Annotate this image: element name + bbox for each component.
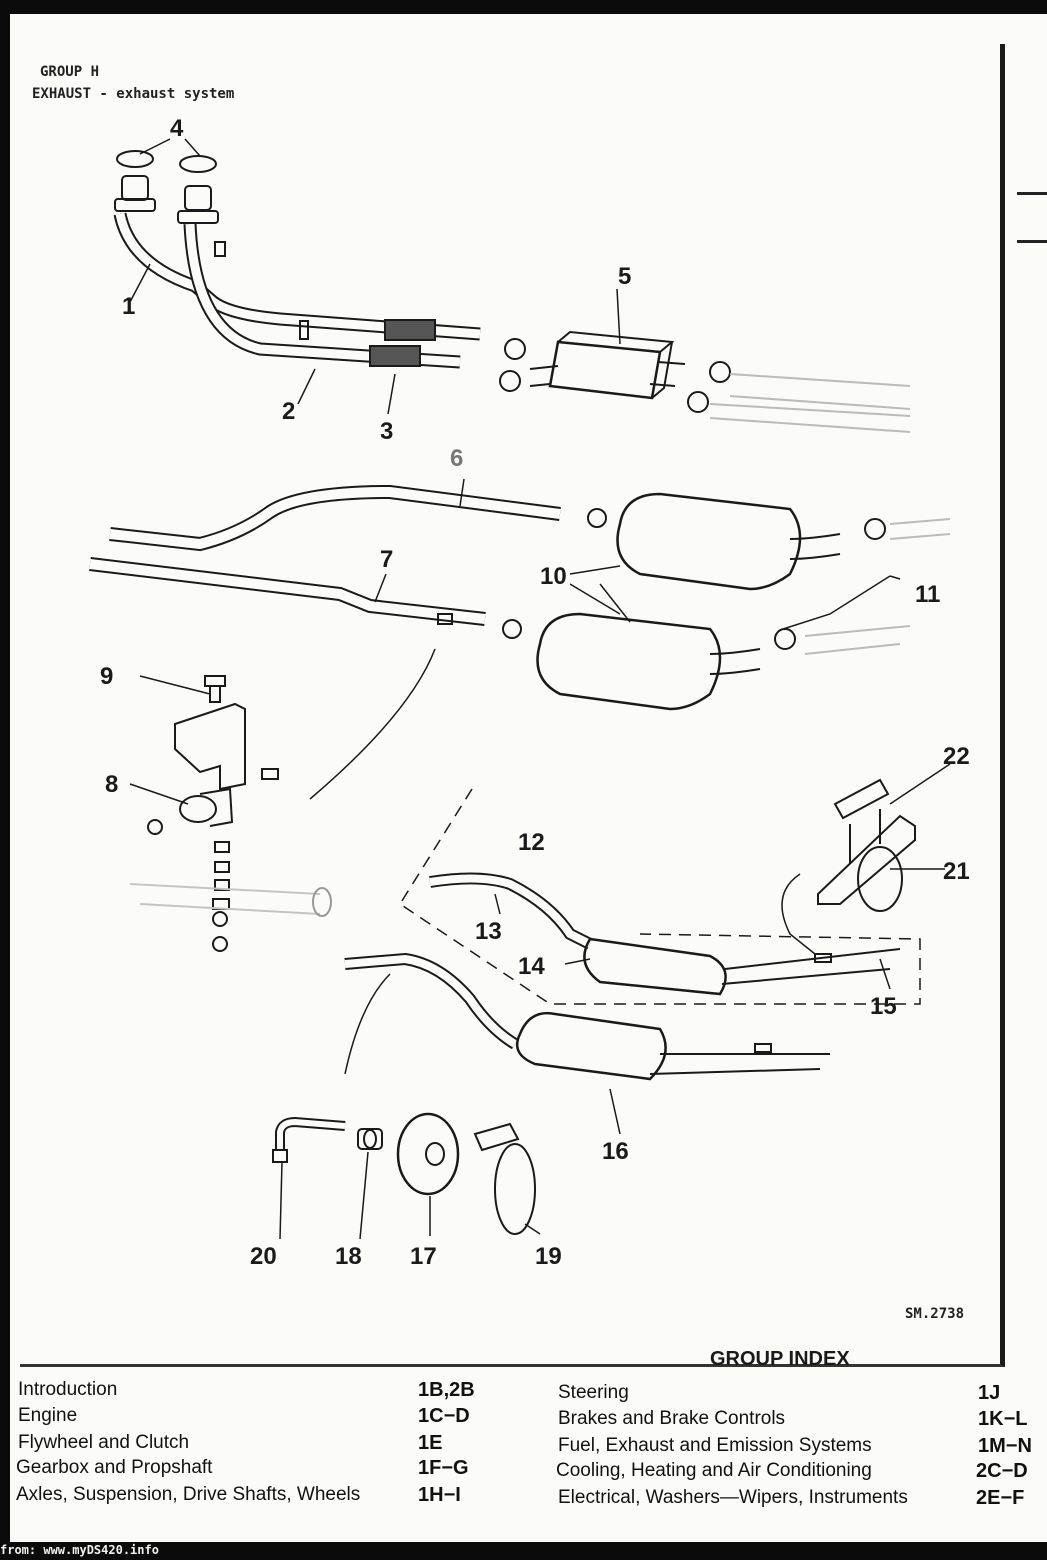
flexible-sections [369,319,436,367]
index-code: 2E−F [976,1487,1025,1509]
clamps-upper [499,338,911,433]
callout-3: 3 [380,418,393,445]
index-code: 1H−I [418,1484,461,1506]
callout-7: 7 [380,546,393,573]
index-code: 1B,2B [418,1379,475,1401]
small-parts [272,1112,536,1235]
callout-4: 4 [170,115,184,142]
sealing-ring-a [116,150,154,168]
callout-labels: 1 2 3 4 5 6 7 8 9 10 11 12 13 14 15 16 1… [100,115,970,1270]
rear-silencers [502,492,951,711]
callout-16: 16 [602,1138,629,1165]
callout-11: 11 [915,581,940,608]
leader-lines [129,138,951,1240]
callout-15: 15 [870,993,897,1020]
index-label[interactable]: Electrical, Washers—Wipers, Instruments [558,1487,908,1508]
intermediate-pipes [89,484,561,626]
sealing-ring-b [179,155,217,173]
index-label[interactable]: Axles, Suspension, Drive Shafts, Wheels [16,1484,361,1505]
index-code: 1J [978,1382,1001,1404]
margin-ticks [1017,174,1047,274]
index-label[interactable]: Engine [18,1405,78,1426]
callout-20: 20 [250,1243,277,1270]
callout-21: 21 [943,858,970,885]
callout-5: 5 [618,263,631,290]
kit-boundary [398,788,921,1005]
mounting-bracket [129,675,332,952]
rear-pipe-kit [429,872,901,996]
index-label[interactable]: Gearbox and Propshaft [16,1457,213,1478]
callout-22: 22 [943,743,970,770]
callout-17: 17 [410,1243,437,1270]
callout-19: 19 [535,1243,562,1270]
plate-reference: SM.2738 [905,1306,965,1322]
index-code: 2C−D [976,1460,1028,1482]
callout-18: 18 [335,1243,362,1270]
catalogue-sheet: GROUP H EXHAUST - exhaust system [10,14,1047,1542]
intermediate-silencer [529,330,686,400]
index-label[interactable]: Fuel, Exhaust and Emission Systems [558,1435,872,1456]
index-label[interactable]: Brakes and Brake Controls [558,1408,786,1429]
leader-11 [779,575,891,631]
index-code: 1F−G [418,1457,469,1479]
callout-1: 1 [122,293,135,320]
index-code: 1K−L [978,1408,1028,1430]
arc-link [309,648,436,800]
callout-9: 9 [100,663,113,690]
index-code: 1E [418,1432,443,1454]
index-label[interactable]: Steering [558,1382,629,1403]
section-subtitle: EXHAUST - exhaust system [32,86,235,102]
callout-10: 10 [540,563,567,590]
front-down-pipes [113,175,481,369]
plate-frame [20,44,1005,1367]
group-heading: GROUP H [40,64,100,80]
group-index-title: GROUP INDEX [710,1348,850,1370]
exploded-diagram: 1 2 3 4 5 6 7 8 9 10 11 12 13 14 15 16 1… [89,115,970,1270]
index-code: 1M−N [978,1435,1032,1457]
index-label[interactable]: Cooling, Heating and Air Conditioning [556,1460,872,1481]
callout-14: 14 [518,953,545,980]
rear-hanger [817,778,916,912]
callout-13: 13 [475,918,502,945]
callout-12: 12 [518,829,545,856]
rear-pipe-alt [344,952,830,1081]
source-footer[interactable]: from: www.myDS420.info [0,1543,159,1557]
index-code: 1C−D [418,1405,470,1427]
callout-6: 6 [450,445,463,472]
callout-2: 2 [282,398,295,425]
index-label[interactable]: Flywheel and Clutch [18,1432,190,1453]
index-label[interactable]: Introduction [18,1379,118,1400]
callout-8: 8 [105,771,118,798]
